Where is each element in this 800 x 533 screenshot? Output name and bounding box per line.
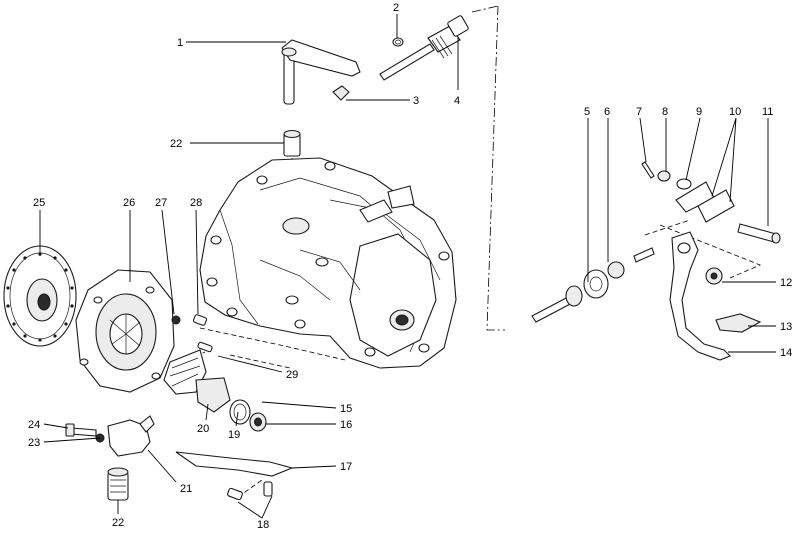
leader-lines bbox=[39, 14, 776, 519]
callout-labels: 1 2 3 4 5 6 7 8 9 10 11 12 13 14 15 16 1… bbox=[28, 2, 792, 531]
part-6-boot bbox=[583, 269, 609, 299]
part-8-spring bbox=[657, 170, 671, 182]
callout-12: 12 bbox=[780, 277, 792, 289]
part-19-seal-ring bbox=[229, 399, 251, 425]
callout-4: 4 bbox=[454, 95, 460, 107]
part-28-bolt bbox=[193, 314, 207, 326]
callout-6: 6 bbox=[604, 106, 610, 118]
callout-15: 15 bbox=[340, 403, 352, 415]
callout-28: 28 bbox=[190, 197, 202, 209]
callout-9: 9 bbox=[696, 106, 702, 118]
part-27-screw bbox=[171, 315, 181, 325]
callout-17: 17 bbox=[340, 461, 352, 473]
part-10-brackets bbox=[675, 181, 735, 223]
part-9-clip bbox=[676, 178, 692, 190]
callout-22-top: 22 bbox=[170, 138, 182, 150]
callout-27: 27 bbox=[155, 197, 167, 209]
part-17-cover-plate bbox=[175, 451, 294, 477]
part-24-bolt bbox=[65, 423, 97, 437]
part-3-clip bbox=[332, 85, 350, 101]
callout-3: 3 bbox=[413, 95, 419, 107]
part-22-bush-top bbox=[283, 129, 301, 157]
callout-13: 13 bbox=[780, 321, 792, 333]
callout-5: 5 bbox=[584, 106, 590, 118]
part-29-stud bbox=[197, 341, 213, 353]
part-16-bearing bbox=[249, 412, 267, 432]
callout-26: 26 bbox=[123, 197, 135, 209]
callout-20: 20 bbox=[197, 423, 209, 435]
callout-23: 23 bbox=[28, 437, 40, 449]
part-6-piston bbox=[607, 247, 655, 279]
part-25-clutch-disc bbox=[3, 245, 77, 347]
part-26-pressure-plate bbox=[75, 269, 175, 393]
part-21-release-fork bbox=[107, 415, 155, 457]
callout-8: 8 bbox=[662, 106, 668, 118]
callout-25: 25 bbox=[33, 197, 45, 209]
part-11-pivot-pin bbox=[737, 223, 781, 244]
part-2-o-ring bbox=[392, 37, 404, 47]
part-1-shift-lever bbox=[281, 39, 361, 105]
callout-10: 10 bbox=[729, 106, 741, 118]
callout-19: 19 bbox=[228, 429, 240, 441]
part-14-clutch-pedal bbox=[669, 231, 731, 361]
callout-21: 21 bbox=[180, 483, 192, 495]
part-12-bushing bbox=[705, 267, 723, 285]
part-13-pedal-pad bbox=[715, 313, 762, 333]
part-4-sensor bbox=[379, 15, 469, 81]
part-20-guide-boot bbox=[163, 349, 231, 413]
part-18-bolts bbox=[227, 481, 273, 501]
callout-29: 29 bbox=[286, 369, 298, 381]
part-22-bush-bottom bbox=[107, 467, 129, 501]
callout-14: 14 bbox=[780, 347, 792, 359]
callout-7: 7 bbox=[636, 106, 642, 118]
callout-16: 16 bbox=[340, 419, 352, 431]
callout-2: 2 bbox=[393, 2, 399, 14]
callout-18: 18 bbox=[257, 519, 269, 531]
callout-22-bottom: 22 bbox=[112, 517, 124, 529]
callout-11: 11 bbox=[762, 106, 773, 118]
part-7-pin bbox=[641, 161, 655, 179]
callout-24: 24 bbox=[28, 419, 40, 431]
gearbox-housing bbox=[199, 157, 457, 369]
callout-1: 1 bbox=[177, 37, 183, 49]
part-5-push-rod bbox=[531, 285, 583, 323]
